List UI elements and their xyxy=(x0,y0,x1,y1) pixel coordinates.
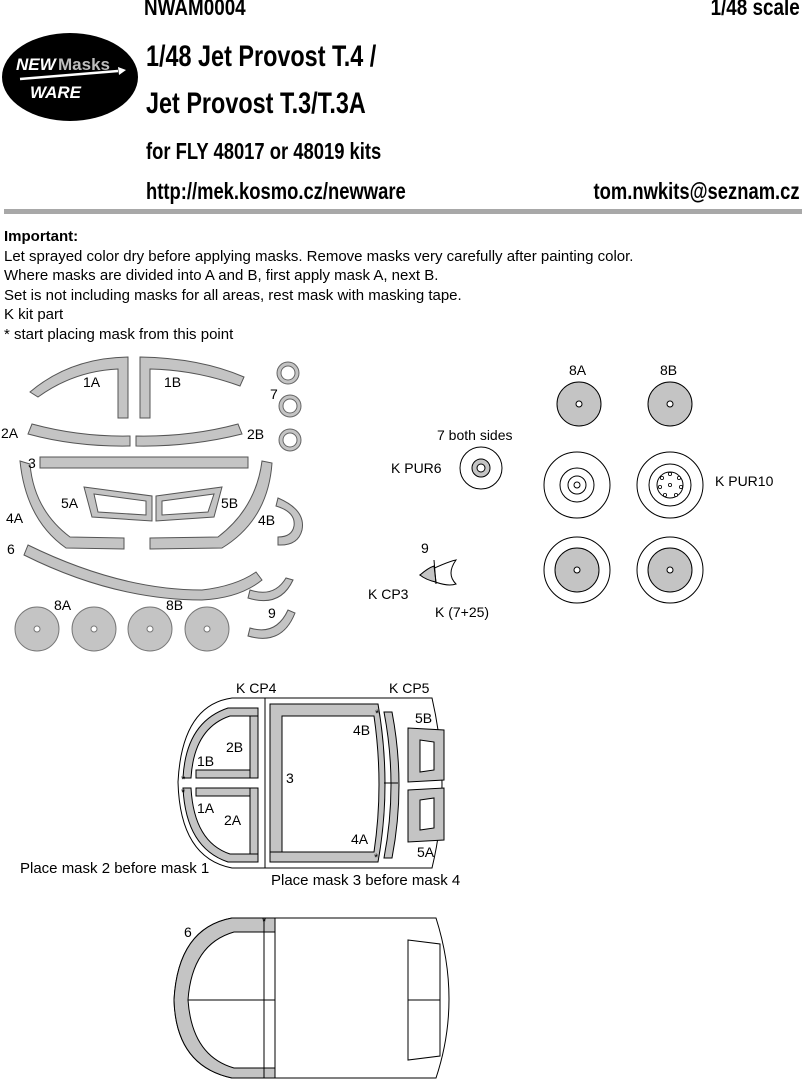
label-7: 7 xyxy=(270,386,278,402)
mask-4B xyxy=(149,460,273,550)
label-8B: 8B xyxy=(166,597,184,613)
mask-2B xyxy=(135,423,243,447)
title-line-1: 1/48 Jet Provost T.4 / xyxy=(146,40,377,73)
mask-9-arc xyxy=(247,609,296,639)
label-1B: 1B xyxy=(164,374,182,390)
label-3: 3 xyxy=(28,455,36,471)
website-link[interactable]: http://mek.kosmo.cz/newware xyxy=(146,178,406,204)
label-canopy-3: 3 xyxy=(286,770,294,786)
label-canopy-6: 6 xyxy=(184,924,192,940)
mask-5A xyxy=(83,486,153,522)
label-canopy-2A: 2A xyxy=(224,812,242,828)
note-mask-2-before-1: Place mask 2 before mask 1 xyxy=(20,860,210,877)
start-marker: * xyxy=(181,787,186,799)
kit-subtitle: for FLY 48017 or 48019 kits xyxy=(146,138,382,164)
label-kcp3: K CP3 xyxy=(368,586,409,602)
mask-9-arc xyxy=(247,577,294,602)
label-2A: 2A xyxy=(1,425,19,441)
canopy-mask-3 xyxy=(269,703,386,863)
label-canopy-5A: 5A xyxy=(417,844,435,860)
label-kpur10: K PUR10 xyxy=(715,473,774,489)
mask-7-ring xyxy=(279,395,301,417)
note-mask-3-before-4: Place mask 3 before mask 4 xyxy=(271,872,461,889)
label-wheel-8B: 8B xyxy=(660,362,678,378)
label-8A: 8A xyxy=(54,597,72,613)
canopy-mask-2B xyxy=(195,715,259,779)
label-part-9: 9 xyxy=(421,540,429,556)
label-canopy-1B: 1B xyxy=(197,753,215,769)
mask-3 xyxy=(39,456,249,469)
label-canopy-2B: 2B xyxy=(226,739,244,755)
canopy-mask-6 xyxy=(173,917,276,1079)
start-marker: * xyxy=(375,708,380,720)
instruction-line: Where masks are divided into A and B, fi… xyxy=(4,267,439,284)
canopy-mask-5B xyxy=(407,727,445,783)
mask-7-ring xyxy=(277,362,299,384)
start-marker: * xyxy=(181,774,186,786)
canopy-mask-5A xyxy=(407,787,445,843)
label-kcp5: K CP5 xyxy=(389,680,430,696)
label-7-both-sides: 7 both sides xyxy=(437,427,513,443)
scale-label: 1/48 scale xyxy=(710,0,800,20)
label-5A: 5A xyxy=(61,495,79,511)
label-canopy-4A: 4A xyxy=(351,831,369,847)
label-kcp4: K CP4 xyxy=(236,680,277,696)
mask-7-ring xyxy=(279,429,301,451)
mask-2A xyxy=(27,423,131,447)
start-marker: * xyxy=(374,852,379,864)
label-canopy-4B: 4B xyxy=(353,722,371,738)
header-divider xyxy=(4,209,802,214)
label-1A: 1A xyxy=(83,374,101,390)
label-wheel-8A: 8A xyxy=(569,362,587,378)
label-4A: 4A xyxy=(6,510,24,526)
mask-6 xyxy=(23,544,263,601)
mask-4A xyxy=(19,460,125,550)
label-5B: 5B xyxy=(221,495,239,511)
instruction-line: K kit part xyxy=(4,306,64,323)
instructions-heading: Important: xyxy=(4,228,79,245)
canopy-lower-right xyxy=(274,917,450,1079)
instruction-line: Let sprayed color dry before applying ma… xyxy=(4,247,634,265)
mask-5B xyxy=(155,486,223,522)
title-line-2: Jet Provost T.3/T.3A xyxy=(146,87,366,120)
product-code: NWAM0004 xyxy=(144,0,246,20)
label-4B: 4B xyxy=(258,512,276,528)
mask-4B-arc xyxy=(275,497,303,546)
label-canopy-5B: 5B xyxy=(415,710,433,726)
label-9: 9 xyxy=(268,605,276,621)
label-canopy-1A: 1A xyxy=(197,800,215,816)
label-k-7-25: K (7+25) xyxy=(435,604,490,620)
start-marker: * xyxy=(262,916,267,928)
label-2B: 2B xyxy=(247,426,265,442)
mask-1B xyxy=(139,356,245,419)
canopy-lower-outline xyxy=(173,917,276,1079)
email-link[interactable]: tom.nwkits@seznam.cz xyxy=(593,178,800,204)
canopy-mask-4 xyxy=(383,711,400,859)
instruction-line: Set is not including masks for all areas… xyxy=(4,286,462,304)
instruction-line: * start placing mask from this point xyxy=(4,325,234,343)
canopy-mask-2A xyxy=(195,787,259,855)
mask-1A xyxy=(29,356,129,419)
label-kpur6: K PUR6 xyxy=(391,460,442,476)
instructions: Important: Let sprayed color dry before … xyxy=(4,227,633,344)
label-6: 6 xyxy=(7,541,15,557)
